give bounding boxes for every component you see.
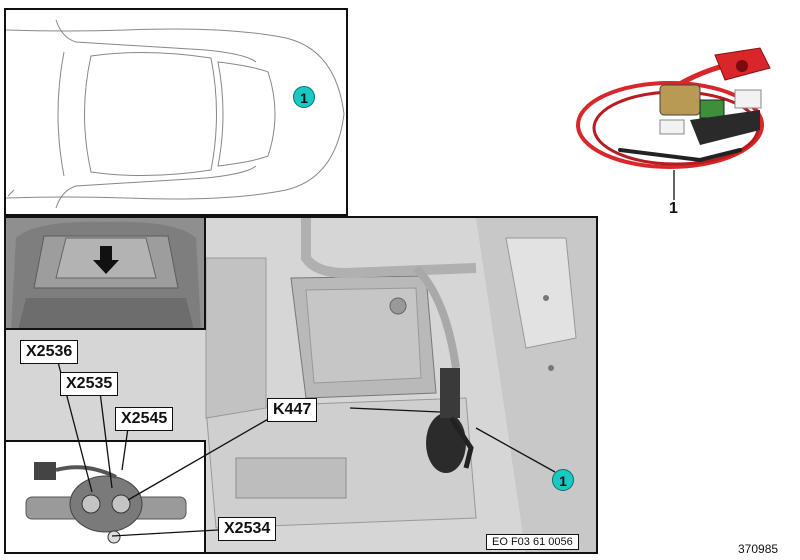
location-callout-marker: 1 — [293, 86, 315, 108]
connector-label-x2535: X2535 — [60, 372, 119, 396]
rear-view-inset — [6, 218, 206, 330]
connector-detail-drawing — [25, 462, 187, 544]
car-outline-drawing — [6, 19, 345, 209]
image-reference-number: 370985 — [738, 542, 779, 556]
connector-label-x2545: X2545 — [115, 407, 174, 431]
car-top-view-panel: 1 — [4, 8, 348, 216]
rear-view-drawing — [11, 221, 201, 328]
connector-detail-inset — [6, 440, 206, 552]
connector-label-x2536: X2536 — [20, 340, 79, 364]
down-arrow-icon — [93, 246, 119, 274]
connector-label-x2534: X2534 — [218, 517, 277, 541]
drawing-code-label: EO F03 61 0056 — [486, 534, 579, 550]
component-callout-marker: 1 — [552, 469, 574, 491]
connector-label-k447: K447 — [267, 398, 318, 422]
part-number-label: 1 — [669, 200, 678, 217]
